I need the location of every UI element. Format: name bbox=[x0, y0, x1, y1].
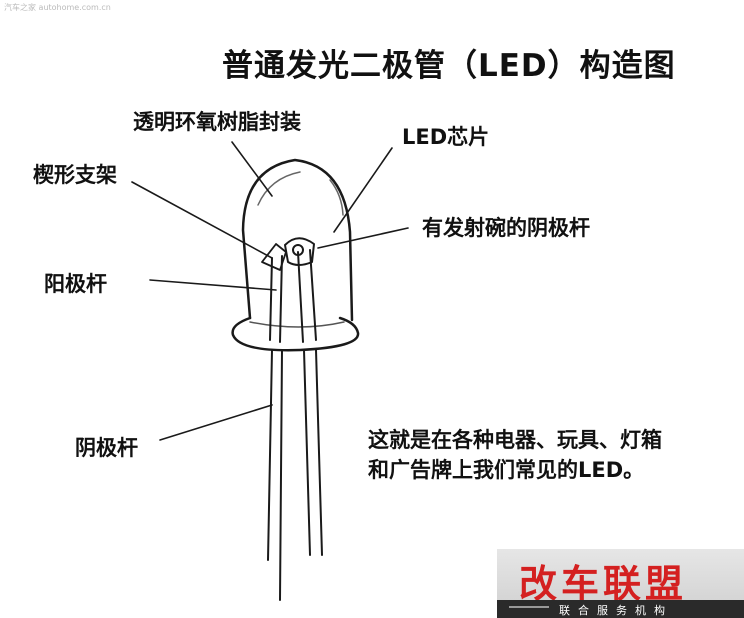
note-line-2: 和广告牌上我们常见的LED。 bbox=[368, 458, 645, 482]
leader-cathode-cup bbox=[317, 227, 409, 249]
label-chip: LED芯片 bbox=[402, 125, 490, 149]
dome-highlight bbox=[257, 171, 344, 216]
label-anode: 阳极杆 bbox=[44, 272, 107, 296]
label-wedge: 楔形支架 bbox=[33, 163, 117, 187]
rim bbox=[231, 316, 360, 352]
leader-epoxy bbox=[231, 141, 273, 197]
reflector-cup bbox=[284, 237, 315, 266]
brand-tagline: 联合服务机构 bbox=[559, 604, 673, 617]
leader-wedge bbox=[131, 181, 273, 259]
label-epoxy: 透明环氧树脂封装 bbox=[133, 110, 301, 134]
label-cathode: 阴极杆 bbox=[75, 436, 138, 460]
cathode-post bbox=[297, 249, 317, 343]
watermark: 汽车之家 autohome.com.cn bbox=[4, 3, 111, 12]
brand-name: 改车联盟 bbox=[519, 562, 688, 606]
anode-post bbox=[269, 255, 283, 343]
leader-chip bbox=[333, 147, 393, 233]
brand-logo: 改车联盟 联合服务机构 bbox=[497, 549, 744, 618]
brand-bar: 联合服务机构 bbox=[497, 600, 744, 618]
epoxy-dome bbox=[241, 158, 354, 322]
cathode-leg bbox=[303, 349, 323, 556]
wedge-frame bbox=[261, 243, 287, 271]
note-text: 这就是在各种电器、玩具、灯箱 和广告牌上我们常见的LED。 bbox=[368, 425, 662, 485]
note-line-1: 这就是在各种电器、玩具、灯箱 bbox=[368, 428, 662, 452]
rim-inner bbox=[249, 321, 345, 328]
brand-stripe bbox=[509, 606, 549, 608]
anode-leg bbox=[267, 349, 283, 601]
label-cathode-cup: 有发射碗的阴极杆 bbox=[422, 216, 590, 240]
leader-cathode bbox=[159, 404, 273, 441]
diagram-title: 普通发光二极管（LED）构造图 bbox=[222, 48, 676, 84]
chip bbox=[292, 244, 304, 256]
leader-anode bbox=[149, 279, 277, 291]
